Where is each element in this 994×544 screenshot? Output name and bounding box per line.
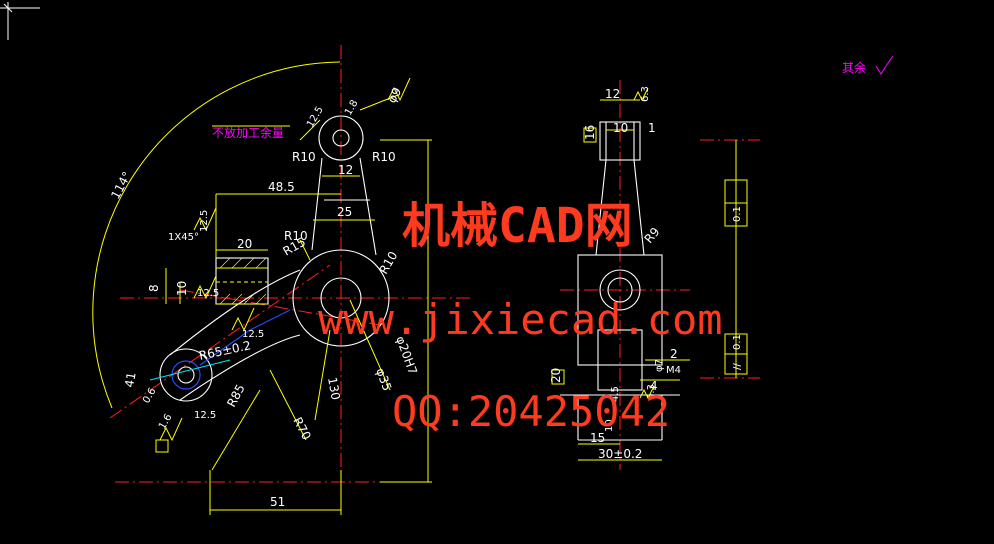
note-rest: 其余 — [842, 60, 866, 75]
side-rough-2: 6.3 — [646, 384, 657, 400]
side-dim-m4: M4 — [666, 365, 681, 376]
side-dim-16: 16 — [583, 125, 597, 140]
tol-symbol: // — [732, 363, 743, 370]
dim-41: 41 — [122, 371, 138, 388]
dim-r70: R70 — [290, 415, 313, 442]
dim-48-5: 48.5 — [268, 180, 295, 194]
note-no-allowance: 不放加工余量 — [212, 125, 284, 140]
rough-12-5-d: 12.5 — [194, 410, 216, 421]
rough-12-5-c: 12.5 — [242, 329, 264, 340]
dim-10: 10 — [175, 281, 189, 296]
side-dim-r9: R9 — [642, 225, 663, 246]
dim-12: 12 — [338, 163, 353, 177]
front-view: 114° 48.5 20 25 12 8 10 51 130 R70 R85 R… — [92, 45, 470, 515]
side-dim-1: 1 — [648, 121, 656, 135]
tol-value-1: 0.1 — [732, 206, 743, 222]
dim-0-6: 0.6 — [141, 386, 158, 405]
side-dim-30: 30±0.2 — [598, 447, 642, 461]
dim-r10-d: R10 — [376, 249, 400, 276]
dim-51: 51 — [270, 495, 285, 509]
side-dim-phi7: φ7 — [654, 359, 665, 372]
dim-r85: R85 — [224, 382, 247, 409]
side-dim-10b: 10 — [604, 419, 615, 432]
watermark: 机械CAD网 www.jixiecad.com QQ:20425042 — [318, 198, 723, 436]
dim-chamfer: 1X45° — [168, 232, 199, 243]
dim-130: 130 — [325, 376, 343, 401]
arc-114 — [92, 61, 341, 409]
dim-25: 25 — [337, 205, 352, 219]
side-dim-4-5: 4.5 — [610, 386, 621, 402]
side-dim-12: 12 — [605, 87, 620, 101]
tol-value-2: 0.1 — [732, 334, 743, 350]
side-dim-10: 10 — [613, 121, 628, 135]
rough-rest-icon — [875, 55, 894, 75]
watermark-line1: 机械CAD网 — [402, 198, 633, 254]
side-dim-2: 2 — [670, 347, 678, 361]
side-rough-1: 6.3 — [640, 86, 651, 102]
datum-box — [155, 439, 169, 453]
side-view: 12 10 1 16 20 15 30±0.2 4 2 R9 M4 φ7 4.5… — [549, 80, 760, 470]
dim-1-6: 1.6 — [157, 412, 174, 431]
dim-114: 114° — [108, 169, 134, 201]
rough-12-5-a: 12.5 — [199, 210, 210, 232]
side-dim-15: 15 — [590, 431, 605, 445]
ucs-icon — [0, 2, 40, 40]
slot-block — [215, 257, 269, 305]
dim-20: 20 — [237, 237, 252, 251]
top-boss — [318, 115, 364, 161]
rough-12-5-b: 12.5 — [197, 288, 219, 299]
watermark-line2: www.jixiecad.com — [318, 295, 723, 344]
side-dim-4: 4 — [650, 379, 658, 393]
dim-1-8: 1.8 — [343, 98, 360, 117]
dim-8: 8 — [147, 284, 161, 292]
side-dim-20: 20 — [549, 368, 563, 383]
left-boss — [159, 348, 213, 402]
dim-phi9: φ9 — [384, 85, 404, 105]
dim-r10-b: R10 — [372, 150, 396, 164]
dim-r10-c: R10 — [284, 229, 308, 243]
dim-r10-a: R10 — [292, 150, 316, 164]
main-hub — [292, 249, 390, 347]
watermark-line3: QQ:20425042 — [392, 387, 670, 436]
